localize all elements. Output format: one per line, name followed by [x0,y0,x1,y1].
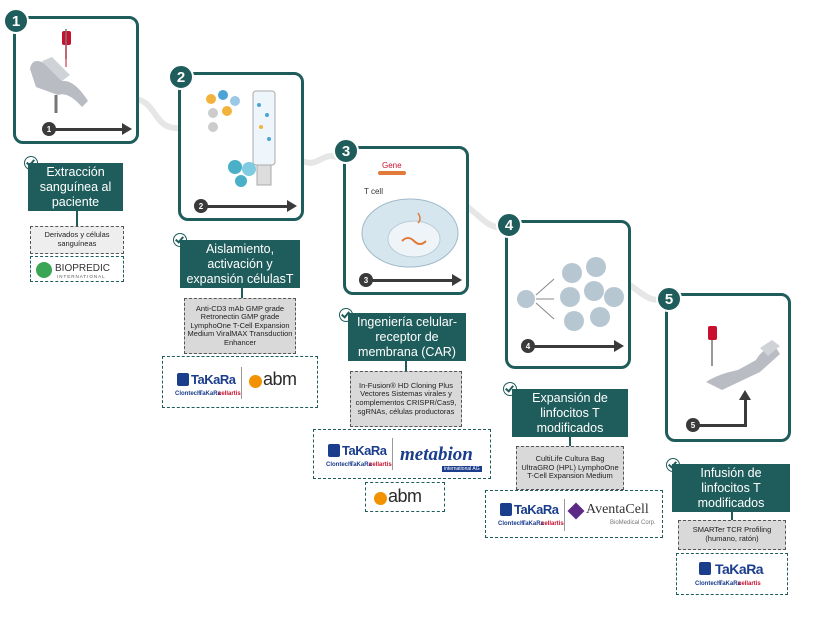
step-1-card: 1 [13,16,139,144]
arrowhead-icon [614,340,624,352]
step-2-card: 2 [178,72,304,221]
step-4-badge: 4 [496,212,522,238]
step-inner-number: 3 [359,273,373,287]
connector-line [241,288,243,298]
step-5-products: SMARTer TCR Profiling (humano, ratón) [678,520,786,550]
cell-label: T cell [364,187,383,196]
step-3-logos-extra: abm [365,482,445,512]
biopredic-logo-sub: INTERNATIONAL [57,274,106,279]
aventacell-logo-text: AventaCell [586,502,649,517]
step-1-title: Extracción sanguínea al paciente [28,163,123,211]
infusion-chair-icon [706,326,780,390]
step-2-logos: TaKaRa Clontech TaKaRa cellartis abm [162,356,318,408]
takara-sub-takara: TaKaRa [350,462,372,468]
logo-separator [564,499,565,531]
step-1-badge: 1 [3,8,29,34]
takara-sub-cellartis: cellartis [369,462,392,468]
step-3-card: Gene T cell 3 [343,146,469,295]
takara-logo-icon [699,562,711,575]
takara-logo-text: TaKaRa [342,443,387,458]
cell-expansion-icon [517,257,624,331]
logo-separator [241,367,242,399]
step-3-products: In-Fusion® HD Cloning Plus Vectores Sist… [350,371,462,427]
step-1-products: Derivados y células sanguíneas [30,226,124,254]
step-5-logos: TaKaRa Clontech TaKaRa cellartis [676,553,788,595]
t-cell-icon [361,198,459,268]
takara-logo-icon [500,503,512,516]
takara-sub-cellartis: cellartis [541,521,564,527]
takara-sub-clontech: Clontech [326,462,352,468]
arrowhead-icon [122,123,132,135]
step-4-logos: TaKaRa Clontech TaKaRa cellartis AventaC… [485,490,663,538]
flow-arrow [692,424,746,427]
arrowhead-icon [452,274,462,286]
step-inner-number: 1 [42,122,56,136]
step-2-title: Aislamiento, activación y expansión célu… [180,240,300,288]
connector-line [405,361,407,371]
flow-arrow [201,205,287,208]
aventacell-logo-sub: BioMedical Corp. [610,520,656,526]
takara-sub-takara: TaKaRa [719,581,741,587]
logo-separator [392,438,393,470]
aventacell-logo-icon [567,502,585,520]
takara-logo-icon [328,444,340,457]
takara-sub-cellartis: cellartis [738,581,761,587]
step-inner-number: 2 [194,199,208,213]
metabion-logo-sub: international AG [442,466,482,472]
flow-arrow-vertical [744,400,747,427]
takara-sub-clontech: Clontech [175,391,201,397]
flow-arrow [366,279,452,282]
step-3-badge: 3 [333,138,359,164]
blood-donation-chair-icon [30,29,88,113]
step-5-card: 5 [665,293,791,442]
connector-line [569,437,571,446]
connector-line [76,211,78,226]
flow-arrow [46,128,122,131]
step-5-title: Infusión de linfocitos T modificados [672,464,790,512]
arrowhead-icon [287,200,297,212]
step-2-badge: 2 [168,64,194,90]
step-inner-number: 4 [521,339,535,353]
step-5-badge: 5 [656,286,682,312]
step-4-title: Expansión de linfocitos T modificados [512,389,628,437]
abm-logo-icon [374,492,387,505]
abm-logo-icon [249,375,262,388]
gene-bar-icon [378,171,406,175]
abm-logo-text: abm [388,486,422,506]
step-inner-number: 5 [686,418,700,432]
takara-sub-clontech: Clontech [695,581,721,587]
metabion-logo-text: metabion [400,444,473,465]
arrowhead-up-icon [739,390,751,400]
step-3-logos: TaKaRa Clontech TaKaRa cellartis metabio… [313,429,491,479]
step-3-title: Ingeniería celular- receptor de membrana… [348,313,466,361]
takara-logo-text: TaKaRa [715,561,764,577]
takara-sub-takara: TaKaRa [199,391,221,397]
gene-label: Gene [382,161,402,170]
step-1-logos: BIOPREDIC INTERNATIONAL [30,256,124,282]
step-2-products: Anti-CD3 mAb GMP grade Retronectin GMP g… [184,298,296,354]
step-4-card: 4 [505,220,631,369]
biopredic-logo-icon [36,262,52,278]
takara-sub-cellartis: cellartis [218,391,241,397]
flow-arrow [528,345,614,348]
takara-logo-text: TaKaRa [191,372,236,387]
abm-logo-text: abm [263,369,297,389]
cell-separation-column-icon [206,90,276,187]
takara-sub-clontech: Clontech [498,521,524,527]
takara-sub-takara: TaKaRa [522,521,544,527]
takara-logo-icon [177,373,189,386]
connector-line [731,512,733,520]
takara-logo-text: TaKaRa [514,502,559,517]
step-4-products: CultiLife Cultura Bag UltraGRO (HPL) Lym… [516,446,624,490]
biopredic-logo-text: BIOPREDIC [55,263,111,274]
